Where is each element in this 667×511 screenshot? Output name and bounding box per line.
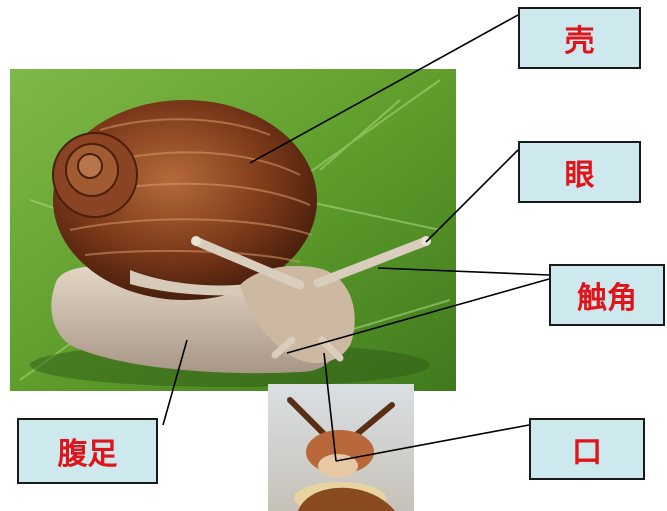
label-shell: 壳 — [518, 7, 641, 69]
label-foot: 腹足 — [17, 418, 158, 484]
leader-mouth-b — [335, 424, 530, 462]
leader-tentacle-upper — [377, 267, 550, 276]
leader-lines — [162, 14, 550, 462]
label-mouth: 口 — [529, 418, 645, 480]
label-eye: 眼 — [518, 141, 641, 203]
leader-foot — [162, 339, 188, 426]
eye-left — [191, 236, 201, 246]
leader-shell — [249, 14, 519, 164]
leader-eye — [425, 149, 519, 243]
leader-mouth-a — [323, 352, 337, 462]
label-tentacle: 触角 — [549, 264, 665, 326]
snail-foot — [51, 265, 336, 374]
leader-tentacle-lower — [286, 278, 550, 354]
snail-photo — [10, 69, 456, 391]
snail-shell — [52, 100, 317, 300]
snail-tentacles — [193, 237, 429, 362]
snail-head — [240, 265, 355, 364]
mouth-inset-photo — [268, 384, 414, 511]
